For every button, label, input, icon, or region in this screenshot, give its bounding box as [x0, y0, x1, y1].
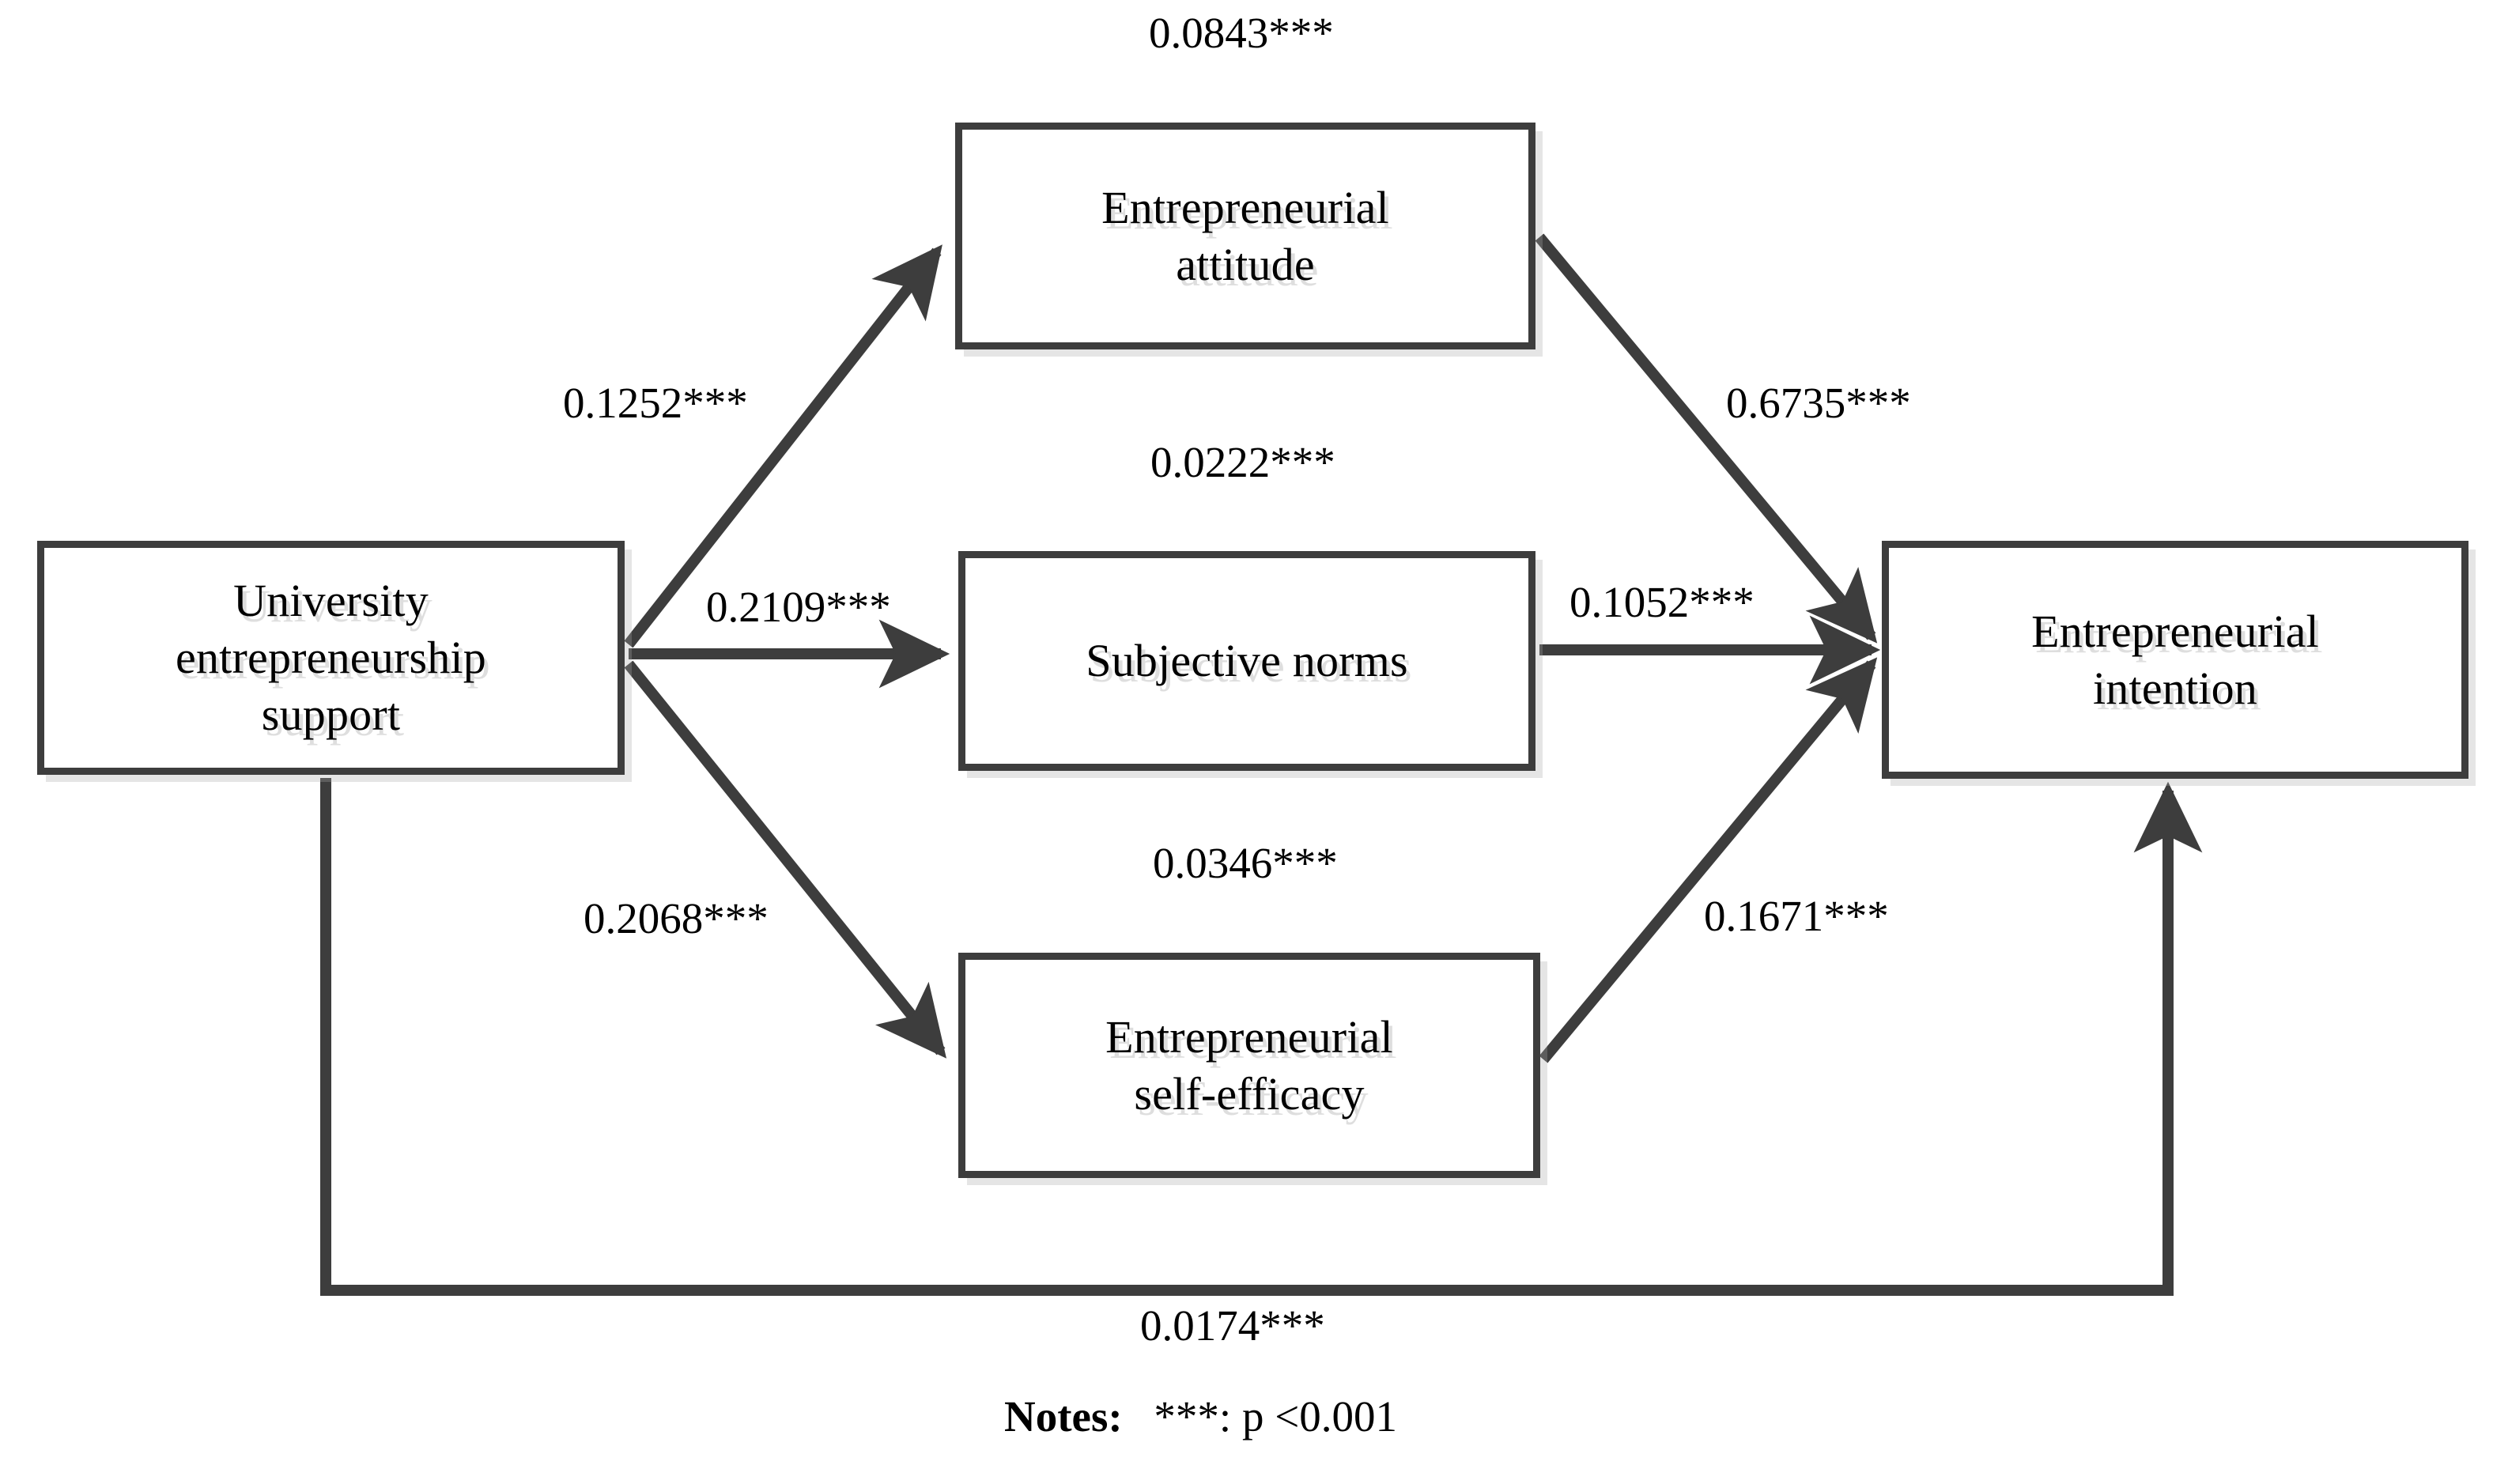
edge-attitude-to-intention [1535, 233, 1878, 644]
node-entrepreneurial-attitude[interactable]: Entrepreneurial attitude [955, 123, 1535, 349]
node-university-entrepreneurship-support[interactable]: University entrepreneurship support [37, 541, 625, 775]
edge-ues-to-efficacy [624, 660, 947, 1059]
coefficient-ues-to-attitude: 0.1252*** [563, 379, 748, 427]
node-subjective-norms[interactable]: Subjective norms [958, 551, 1535, 771]
node-label-entrepreneurial-self-efficacy: Entrepreneurial self-efficacy [1105, 1010, 1393, 1120]
coefficient-ues-to-intention-direct: 0.0174*** [1140, 1301, 1325, 1350]
coefficient-efficacy-residual: 0.0346*** [1153, 839, 1338, 887]
edge-ues-to-attitude [624, 244, 942, 648]
node-label-university-entrepreneurship-support: University entrepreneurship support [176, 575, 486, 740]
node-label-entrepreneurial-intention: Entrepreneurial intention [2031, 605, 2319, 714]
edge-ues-to-intention-direct [320, 778, 2203, 1296]
coefficient-attitude-to-intention: 0.6735*** [1726, 379, 1911, 427]
node-entrepreneurial-intention[interactable]: Entrepreneurial intention [1882, 541, 2468, 779]
notes-text: ***: p <0.001 [1154, 1392, 1397, 1441]
coefficient-efficacy-to-intention: 0.1671*** [1704, 892, 1889, 940]
coefficient-norms-residual: 0.0222*** [1150, 438, 1335, 486]
coefficient-ues-to-efficacy: 0.2068*** [584, 894, 769, 942]
coefficient-ues-to-norms: 0.2109*** [706, 583, 891, 631]
coefficient-attitude-residual: 0.0843*** [1149, 9, 1334, 57]
node-label-subjective-norms: Subjective norms [1086, 635, 1408, 687]
node-label-entrepreneurial-attitude: Entrepreneurial attitude [1101, 181, 1389, 290]
edge-efficacy-to-intention [1539, 657, 1878, 1063]
node-entrepreneurial-self-efficacy[interactable]: Entrepreneurial self-efficacy [958, 953, 1540, 1178]
coefficient-norms-to-intention: 0.1052*** [1569, 578, 1755, 626]
notes-line: Notes: ***: p <0.001 [1004, 1391, 1397, 1441]
notes-prefix: Notes: [1004, 1392, 1123, 1441]
